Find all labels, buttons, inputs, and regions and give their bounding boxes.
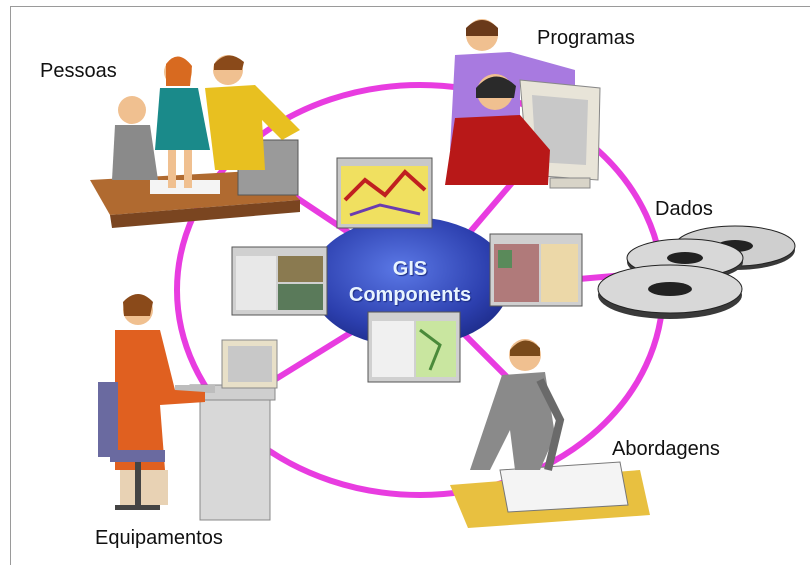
drafting-person-icon — [450, 339, 650, 528]
meeting-people-icon — [90, 55, 300, 228]
map-screen-icon — [489, 233, 583, 307]
map-screen-icon — [367, 311, 461, 383]
hub-title: GIS Components — [330, 256, 490, 308]
figure-frame — [10, 6, 810, 565]
programmers-computer-icon — [445, 19, 601, 189]
label-people: Pessoas — [40, 60, 117, 82]
hub-title-line1: GIS — [392, 258, 428, 280]
label-approaches: Abordagens — [612, 438, 720, 460]
data-tapes-icon — [597, 225, 796, 319]
hub-title-line2: Components — [348, 284, 472, 306]
label-equipment: Equipamentos — [95, 527, 223, 549]
map-screen-icon — [336, 157, 433, 229]
label-programs: Programas — [537, 27, 635, 49]
computer-operator-icon — [98, 294, 278, 521]
map-screen-icon — [231, 246, 328, 316]
label-data: Dados — [655, 198, 713, 220]
